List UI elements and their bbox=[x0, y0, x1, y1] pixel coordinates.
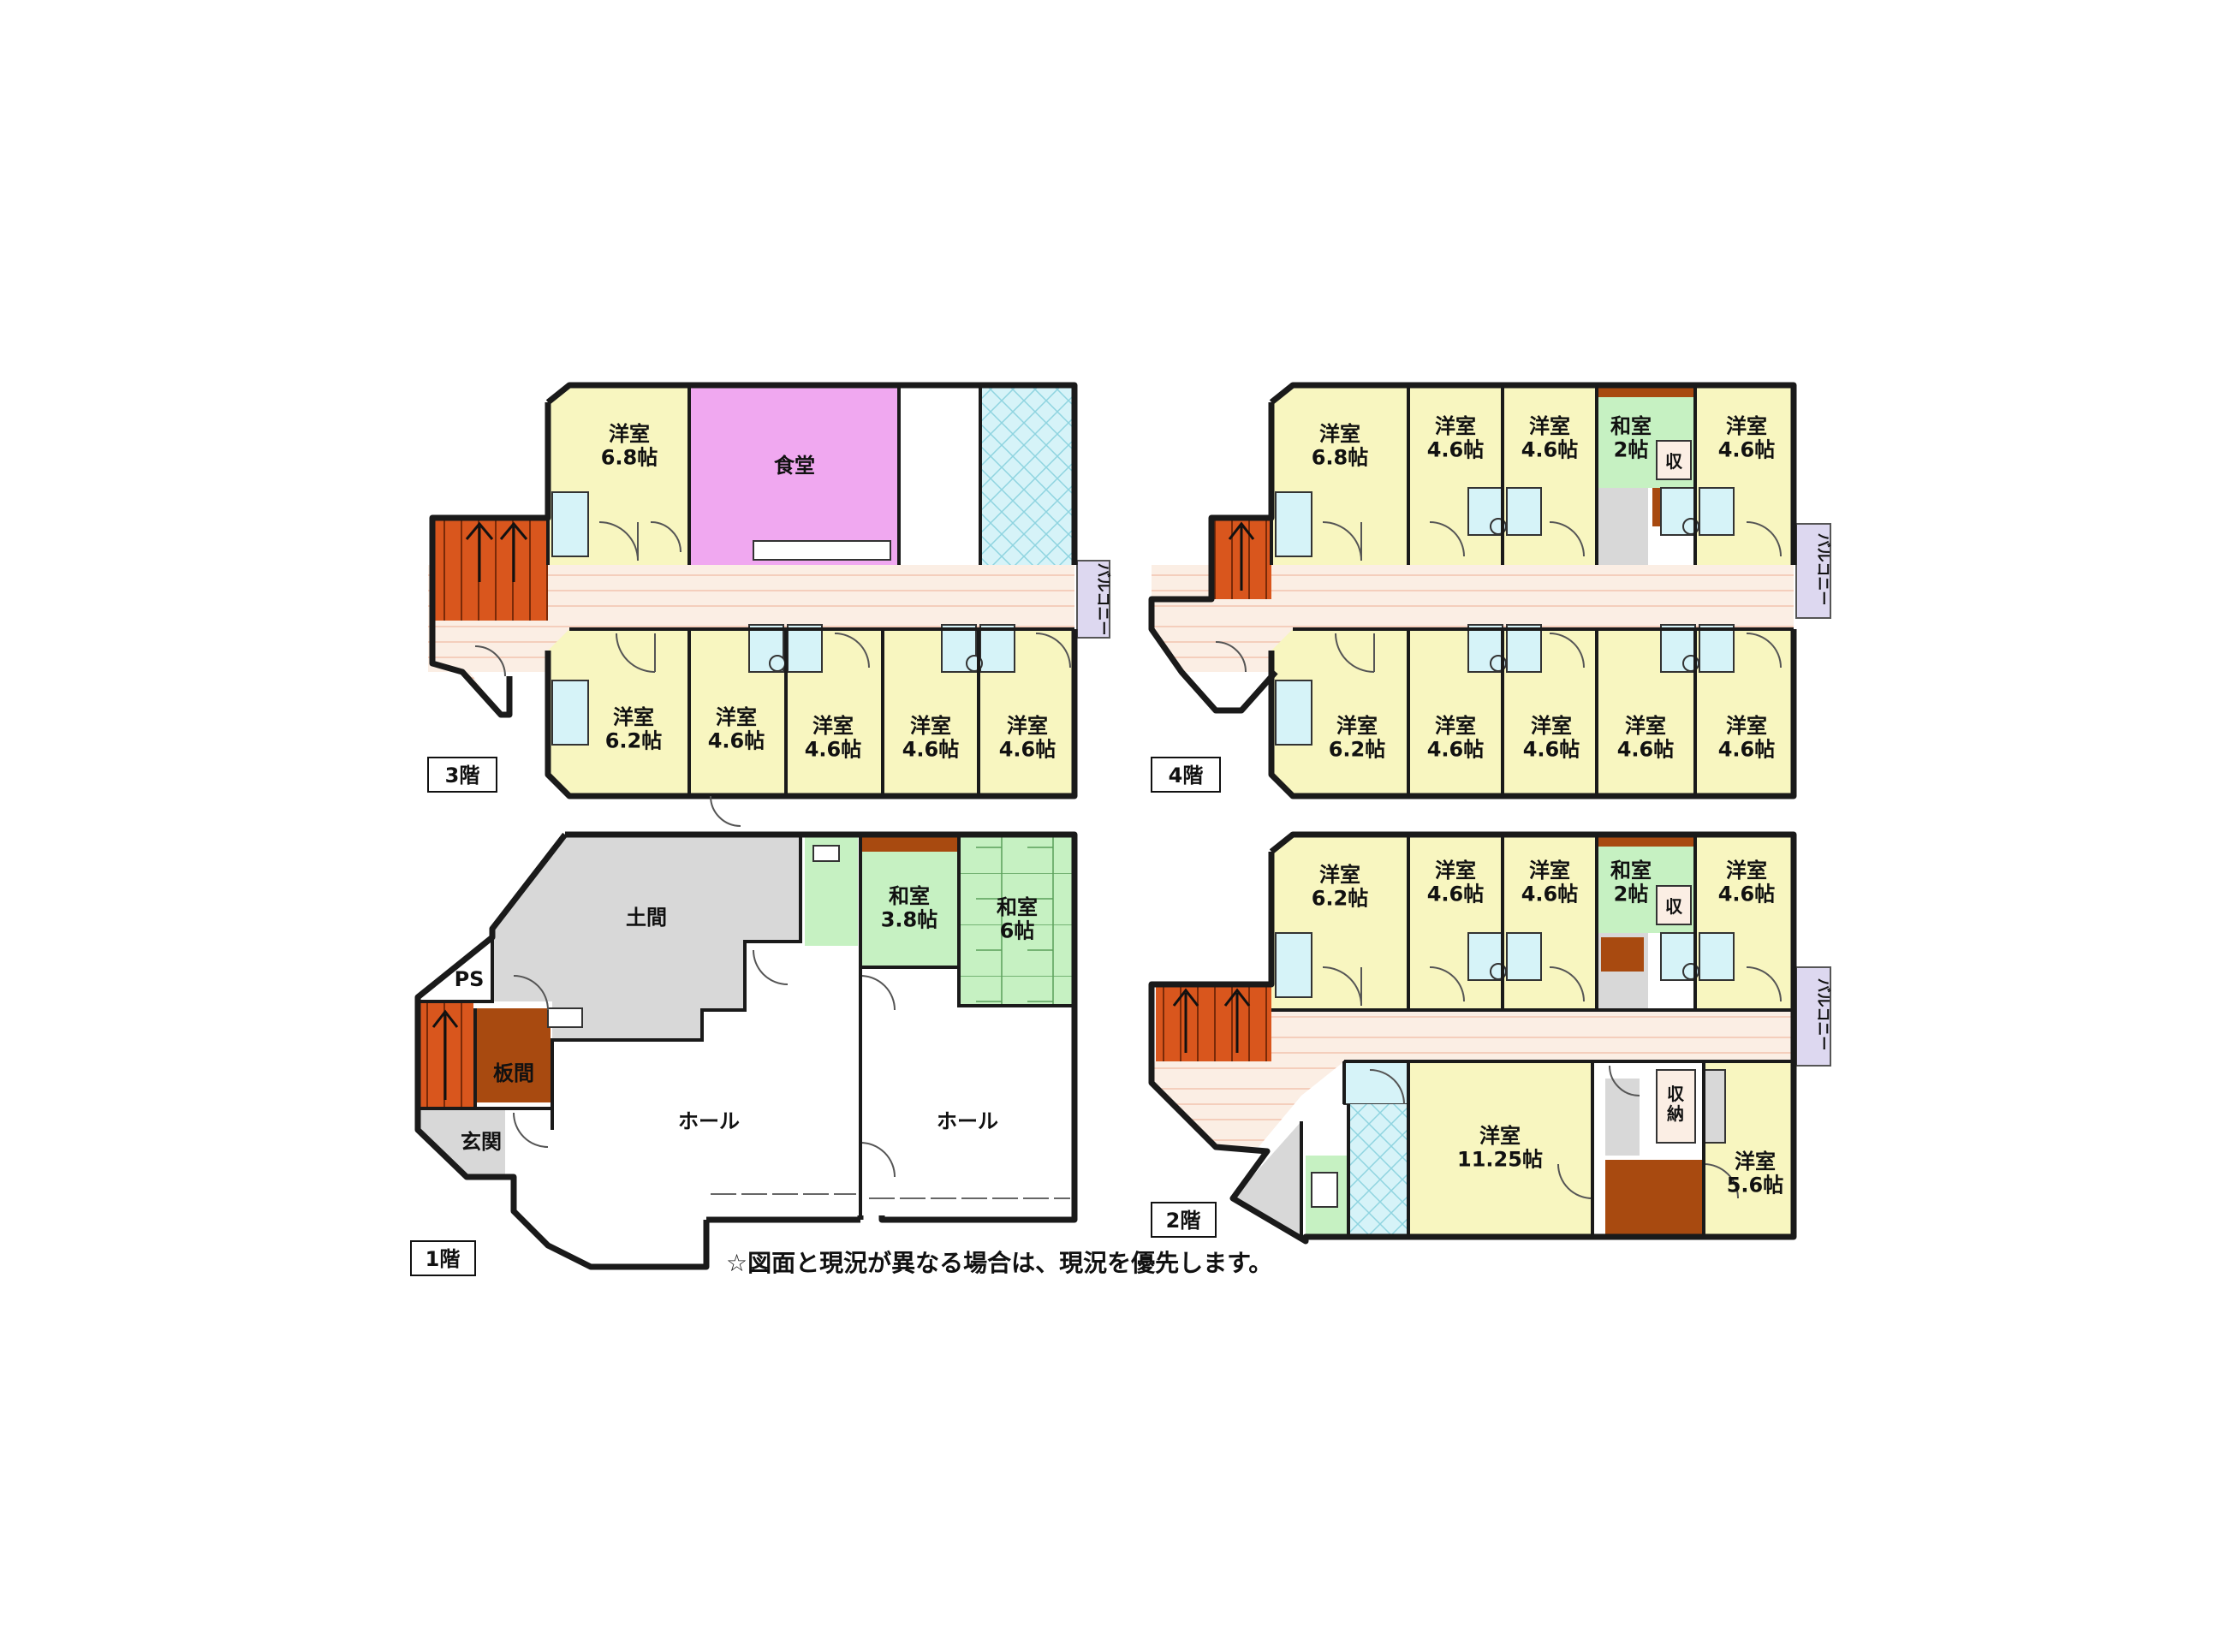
room-3f-bath bbox=[980, 385, 1074, 565]
corridor-2f bbox=[1152, 1010, 1794, 1147]
closet-4f bbox=[1656, 440, 1692, 480]
room-4f-r3 bbox=[1503, 385, 1597, 565]
closet-4f-label: 収 bbox=[1665, 451, 1683, 472]
balcony-4f-label: バルコニー bbox=[1814, 533, 1831, 606]
closet-2f-label: 収 bbox=[1665, 896, 1683, 917]
room-1f-board bbox=[475, 1008, 551, 1102]
corridor-3f bbox=[428, 565, 1074, 672]
room-1f-doma bbox=[492, 835, 801, 1040]
balcony-4f bbox=[1795, 523, 1831, 619]
storage-2f bbox=[1656, 1069, 1696, 1144]
unit-baths-4f bbox=[1275, 487, 1735, 746]
room-1f-hall1 bbox=[514, 869, 860, 1267]
balcony-3f bbox=[1076, 560, 1110, 639]
room-3f-dining bbox=[689, 385, 899, 565]
room-3f-dining-label: 食堂 bbox=[774, 454, 815, 478]
stairs-3f bbox=[432, 518, 548, 621]
room-1f-board-label: 板間 bbox=[493, 1061, 534, 1085]
room-1f-entrance-label: 玄関 bbox=[461, 1130, 502, 1154]
room-1f-doma-label: 土間 bbox=[626, 906, 667, 930]
unit-baths-3f bbox=[551, 491, 1015, 746]
disclaimer-note: ☆図面と現況が異なる場合は、現況を優先します。 bbox=[726, 1249, 1272, 1277]
room-1f-jp2 bbox=[959, 835, 1074, 1006]
balcony-3f-label: バルコニー bbox=[1094, 563, 1111, 636]
room-3f-white bbox=[899, 385, 980, 565]
room-3f-r2 bbox=[548, 629, 689, 796]
room-2f-big bbox=[1408, 1061, 1592, 1237]
room-1f-hall2-label: ホール bbox=[937, 1109, 998, 1133]
floor-2-label: 2階 bbox=[1166, 1209, 1201, 1233]
room-1f-ps-label: PS bbox=[455, 967, 485, 991]
room-4f-r2 bbox=[1408, 385, 1503, 565]
room-1f-hall1-label: ホール bbox=[678, 1109, 740, 1133]
room-1f-jp1 bbox=[860, 835, 959, 967]
stairs-2f bbox=[1156, 984, 1271, 1061]
room-4f-r4 bbox=[1695, 385, 1794, 565]
corridor-4f bbox=[1152, 565, 1794, 672]
floor-4-label: 4階 bbox=[1169, 764, 1204, 787]
storage-2f-label: 収納 bbox=[1667, 1084, 1685, 1124]
room-1f-hall2 bbox=[860, 967, 1074, 1220]
closet-2f bbox=[1656, 885, 1692, 925]
balcony-2f-label: バルコニー bbox=[1814, 978, 1831, 1051]
room-1f-entrance bbox=[418, 1108, 505, 1177]
floor-1-label: 1階 bbox=[426, 1247, 461, 1271]
floor-3-label: 3階 bbox=[445, 764, 480, 787]
